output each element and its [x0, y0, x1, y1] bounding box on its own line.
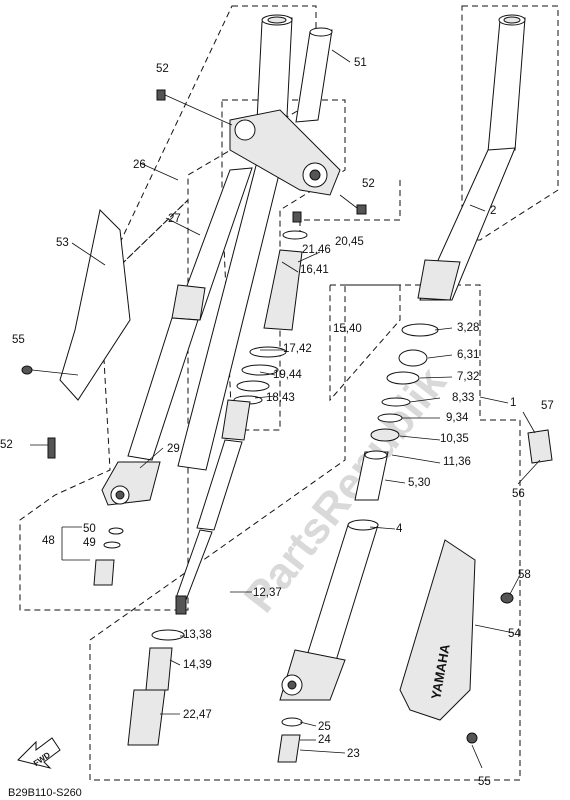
callout-55-bottom: 55 [478, 776, 491, 788]
callout-8-33: 8,33 [452, 392, 474, 404]
callout-19-44: 19,44 [273, 369, 302, 381]
callout-27: 27 [168, 213, 181, 225]
axle-parts [47, 437, 124, 586]
callout-18-43: 18,43 [266, 392, 295, 404]
callout-53: 53 [56, 237, 69, 249]
callout-labels: 51 52 26 52 2 27 20,45 53 21,46 16,41 3,… [0, 57, 554, 788]
callout-51: 51 [354, 57, 367, 69]
damper-cartridge-parts [233, 211, 308, 405]
callout-50: 50 [83, 523, 96, 535]
callout-2: 2 [490, 205, 496, 217]
callout-29: 29 [167, 443, 180, 455]
callout-1: 1 [510, 397, 516, 409]
upper-bracket-assembly [156, 27, 367, 215]
callout-49: 49 [83, 537, 96, 549]
callout-26: 26 [133, 159, 146, 171]
assembly-boundaries [19, 5, 559, 781]
callout-6-31: 6,31 [457, 349, 479, 361]
callout-15-40: 15,40 [333, 323, 362, 335]
callout-9-34: 9,34 [446, 412, 469, 424]
callout-13-38: 13,38 [183, 629, 212, 641]
callout-3-28: 3,28 [457, 322, 479, 334]
fwd-arrow-icon: FWD [17, 737, 61, 769]
callout-25: 25 [318, 721, 331, 733]
callout-54: 54 [508, 628, 521, 640]
callout-20-45: 20,45 [335, 236, 364, 248]
callout-52-right: 52 [362, 178, 375, 190]
callout-24: 24 [318, 734, 331, 746]
damper-rod-assembly [127, 399, 251, 746]
callout-16-41: 16,41 [300, 264, 329, 276]
diagram-code: B29B110-S260 [8, 787, 82, 799]
callout-56: 56 [512, 488, 525, 500]
callout-57: 57 [541, 400, 554, 412]
callout-12-37: 12,37 [253, 587, 282, 599]
callout-58: 58 [518, 569, 531, 581]
callout-10-35: 10,35 [440, 433, 469, 445]
callout-17-42: 17,42 [283, 343, 312, 355]
callout-5-30: 5,30 [408, 477, 430, 489]
callout-4: 4 [396, 523, 403, 535]
callout-7-32: 7,32 [457, 371, 479, 383]
right-fork-assembly [277, 14, 526, 763]
callout-23: 23 [347, 748, 360, 760]
callout-11-36: 11,36 [443, 456, 471, 468]
callout-52-top: 52 [156, 63, 169, 75]
callout-55-left: 55 [12, 334, 25, 346]
leader-lines [30, 49, 541, 769]
callout-48: 48 [42, 535, 55, 547]
callout-14-39: 14,39 [183, 659, 212, 671]
callout-22-47: 22,47 [183, 709, 212, 721]
callout-21-46: 21,46 [302, 244, 331, 256]
callout-52-left: 52 [0, 439, 13, 451]
left-fork-assembly [101, 14, 293, 506]
fork-guards: YAMAHA [21, 208, 553, 744]
